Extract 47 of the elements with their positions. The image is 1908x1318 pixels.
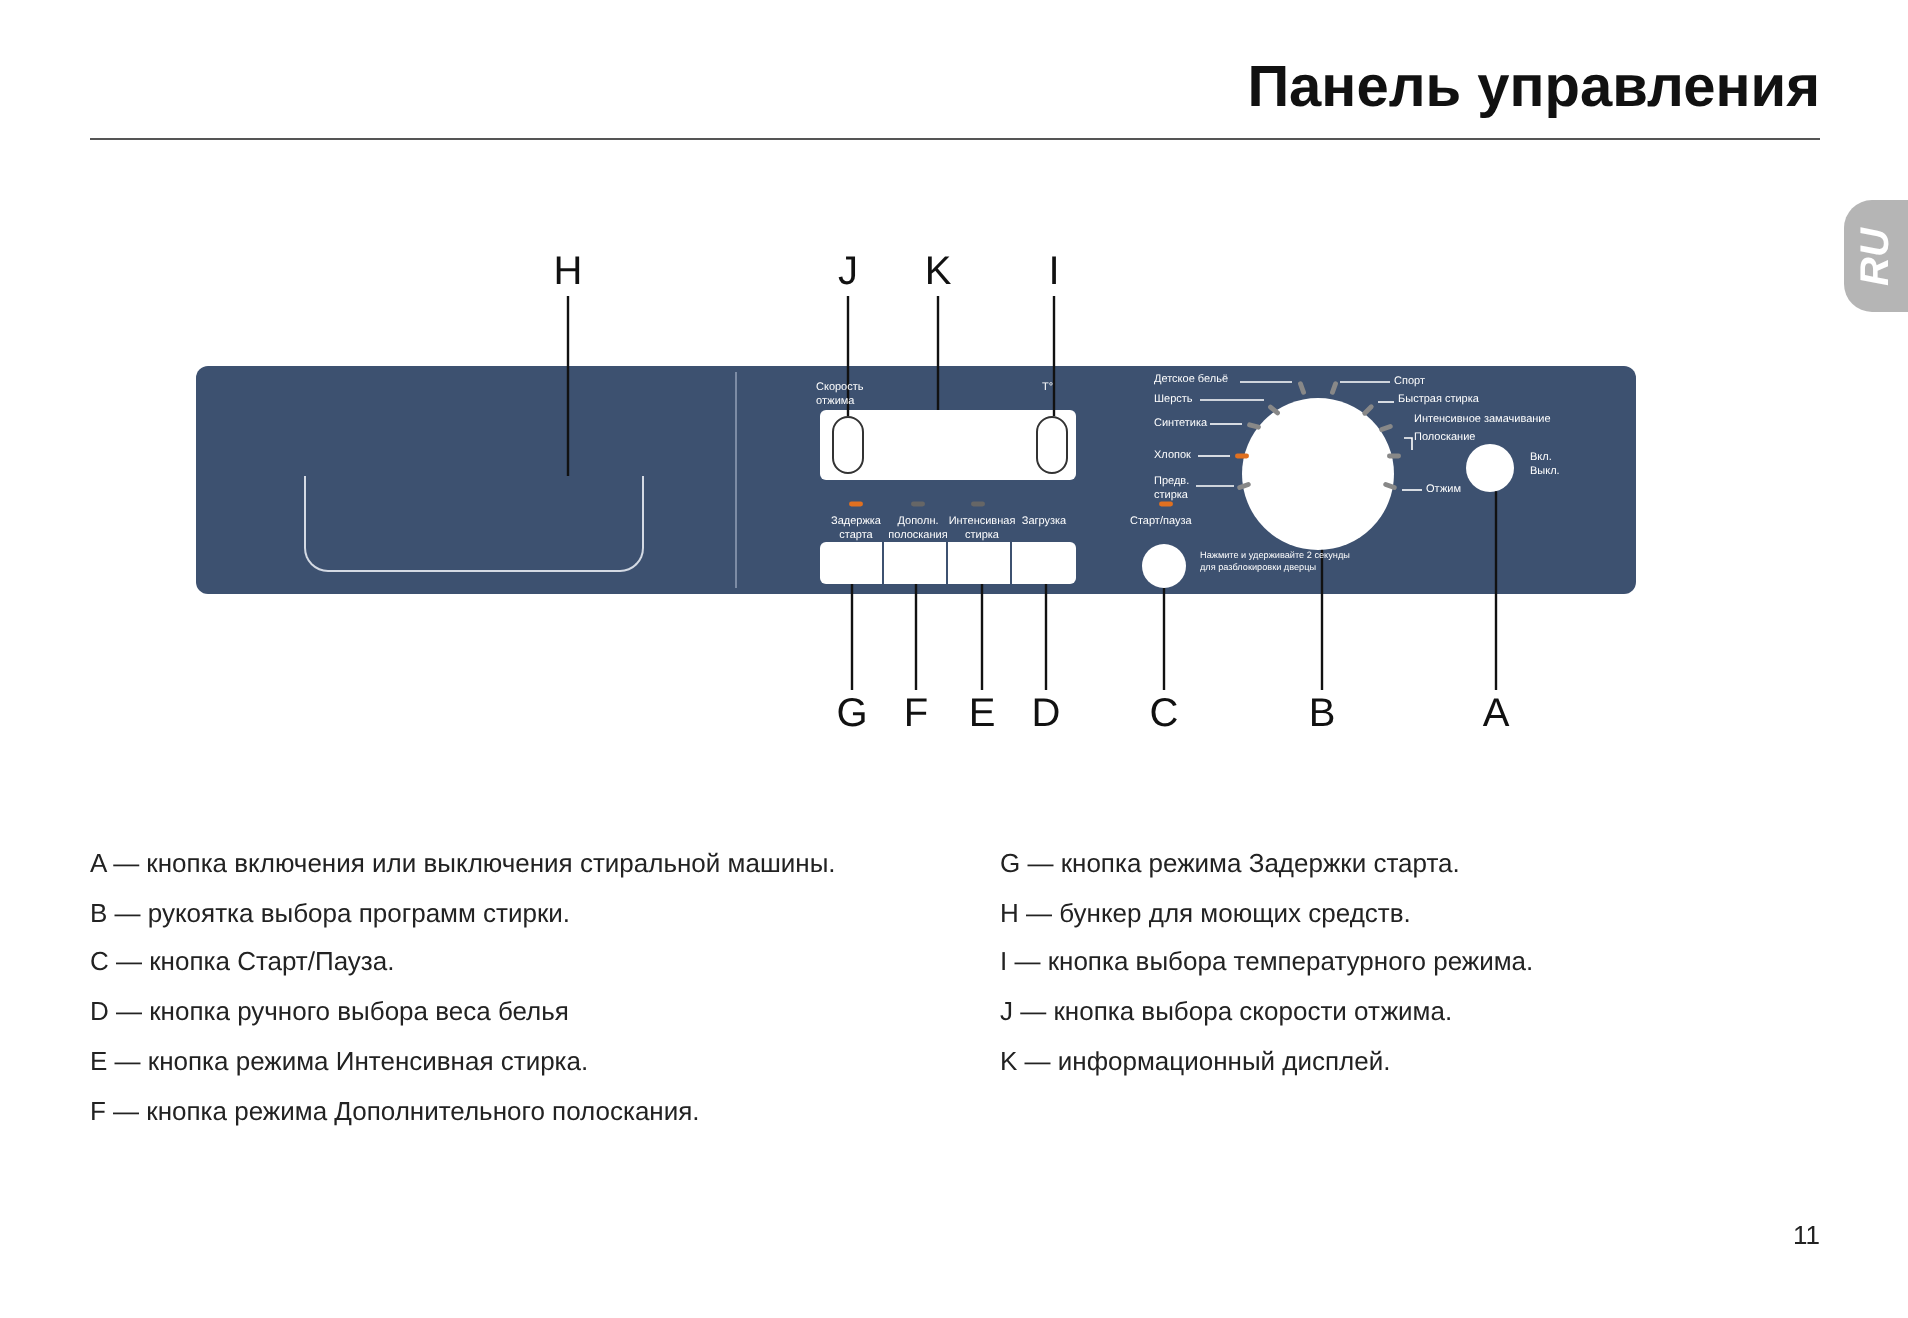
description-text: F — кнопка режима Дополнительного полоскания.: [90, 1096, 702, 1126]
leader-line: [1162, 588, 1166, 690]
description-text: A — кнопка включения или выключения стиральной машины.: [90, 848, 838, 878]
description-text: D — кнопка ручного выбора веса белья: [90, 996, 571, 1026]
description-text: K — информационный дисплей.: [1000, 1046, 1393, 1076]
page-title: Панель управления: [1247, 56, 1820, 122]
control-panel: [196, 366, 1636, 594]
callout-letter: G: [832, 690, 872, 738]
callout-letter: E: [962, 690, 1002, 738]
leader-line: [850, 584, 854, 690]
description-text: B — рукоятка выбора программ стирки.: [90, 898, 573, 928]
description-text: C — кнопка Старт/Пауза.: [90, 946, 397, 976]
language-tab: RU: [1844, 200, 1908, 312]
panel-button: [820, 542, 884, 584]
display-screen: [820, 410, 1076, 480]
description-text: H — бункер для моющих средств.: [1000, 898, 1413, 928]
leader-line: [914, 584, 918, 690]
detergent-drawer: [304, 476, 644, 572]
oval-button: [832, 416, 864, 474]
description-text: I — кнопка выбора температурного режима.: [1000, 946, 1536, 976]
callout-letter: A: [1476, 690, 1516, 738]
leader-line: [566, 296, 570, 476]
callout-letter: D: [1026, 690, 1066, 738]
leader-line: [1320, 549, 1324, 690]
description-text: E — кнопка режима Интенсивная стирка.: [90, 1046, 591, 1076]
leader-line: [1494, 491, 1498, 690]
leader-line: [1052, 296, 1056, 416]
panel-button: [884, 542, 948, 584]
description-text: G — кнопка режима Задержки старта.: [1000, 848, 1462, 878]
oval-button: [1036, 416, 1068, 474]
round-button: [1142, 544, 1186, 588]
leader-line: [846, 296, 850, 416]
callout-letter: K: [918, 248, 958, 296]
callout-letter: I: [1034, 248, 1074, 296]
leader-line: [980, 584, 984, 690]
leader-line: [936, 296, 940, 410]
callout-letter: C: [1144, 690, 1184, 738]
leader-line: [1044, 584, 1048, 690]
description-text: J — кнопка выбора скорости отжима.: [1000, 996, 1455, 1026]
panel-button: [1012, 542, 1076, 584]
callout-letter: H: [548, 248, 588, 296]
callout-letter: B: [1302, 690, 1342, 738]
panel-button: [948, 542, 1012, 584]
callout-letter: F: [896, 690, 936, 738]
page-number: 11: [1791, 1220, 1820, 1250]
callout-letter: J: [828, 248, 868, 296]
round-button: [1466, 444, 1514, 492]
